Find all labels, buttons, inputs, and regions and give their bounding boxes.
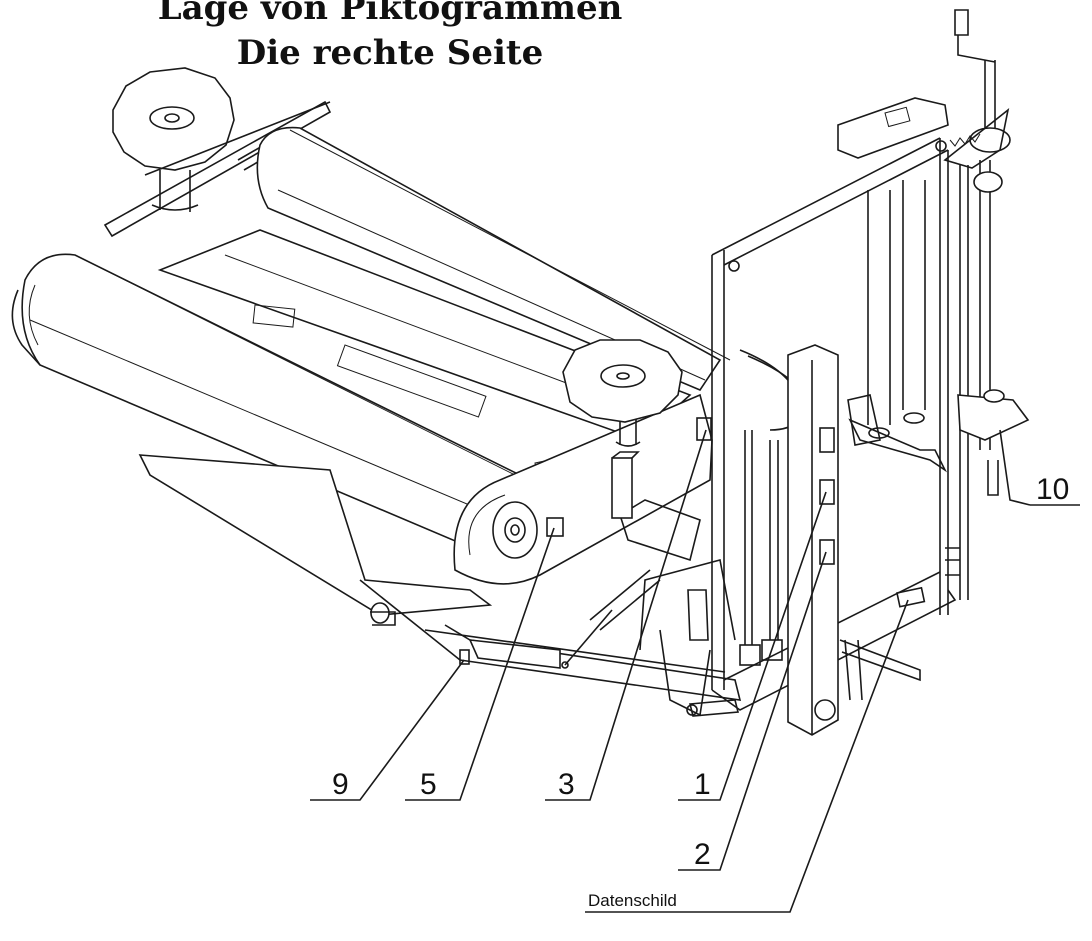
callout-label-5: 5 — [420, 768, 437, 801]
callout-label-datenschild: Datenschild — [588, 891, 677, 910]
post — [787, 344, 839, 736]
callout-line-1 — [678, 491, 827, 801]
internals — [561, 349, 811, 717]
pictogram-5-plate — [546, 517, 564, 537]
cylinders — [847, 180, 948, 473]
disc-right — [562, 339, 683, 447]
callout-line-9 — [310, 659, 465, 801]
side-plate — [453, 393, 713, 585]
callout-line-2 — [678, 551, 827, 871]
callout-line-5 — [405, 527, 555, 801]
callout-label-3: 3 — [558, 768, 575, 801]
title-line-2: Die rechte Seite — [236, 33, 544, 73]
pictogram-2-plate — [819, 539, 835, 565]
crank-column — [943, 9, 1030, 600]
chassis — [138, 454, 742, 701]
datenschild-plate — [896, 586, 926, 608]
top-plate — [837, 97, 949, 159]
callout-label-1: 1 — [694, 768, 711, 801]
pictogram-3-plate — [696, 417, 712, 441]
pictogram-9-plate — [459, 649, 470, 665]
callout-line-3 — [545, 429, 707, 801]
callout-label-2: 2 — [694, 838, 711, 871]
disc-top-left — [112, 67, 235, 212]
hitch — [686, 547, 960, 721]
callout-lines — [310, 429, 1080, 913]
title-line-1: Lage von Piktogrammen — [157, 0, 623, 28]
callout-label-10: 10 — [1036, 473, 1069, 506]
callout-line-datenschild — [585, 599, 909, 913]
callout-line-10-b — [999, 429, 1031, 506]
callout-label-9: 9 — [332, 768, 349, 801]
pictogram-1-plate — [819, 479, 835, 505]
